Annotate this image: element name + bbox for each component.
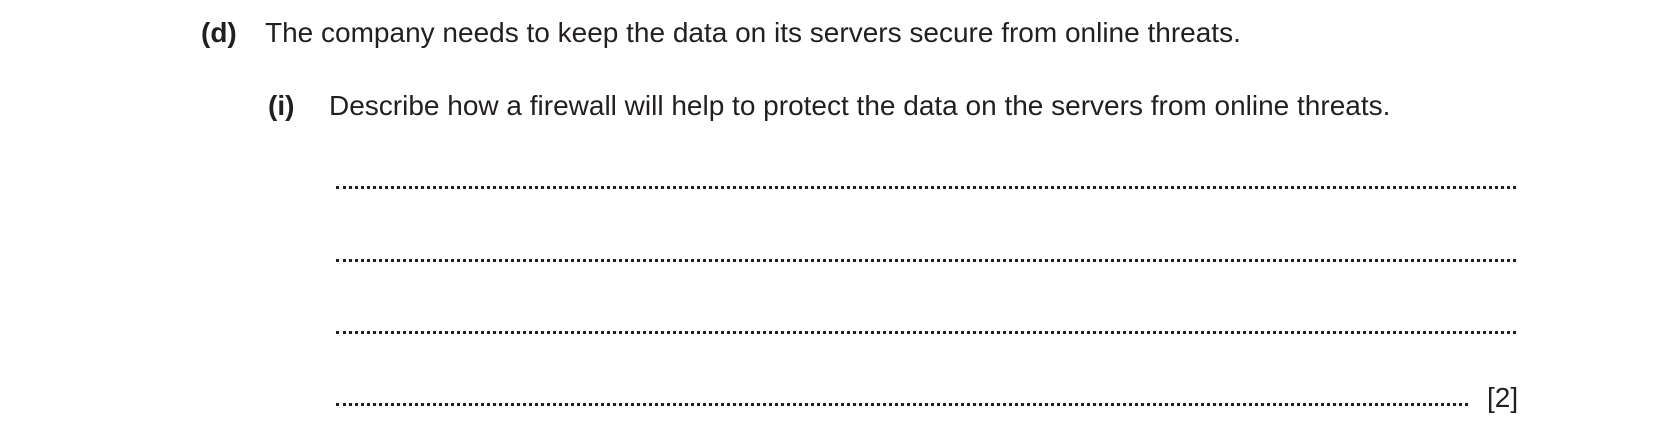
answer-line[interactable]	[336, 331, 1516, 334]
question-d-text: The company needs to keep the data on it…	[265, 17, 1241, 48]
marks-indicator: [2]	[1487, 382, 1519, 413]
answer-line[interactable]	[336, 186, 1516, 189]
question-d-i-text: Describe how a firewall will help to pro…	[329, 90, 1391, 121]
question-d-i-label: (i)	[268, 90, 295, 121]
answer-line[interactable]	[336, 259, 1516, 262]
question-d-i: (i) Describe how a firewall will help to …	[268, 89, 1390, 123]
question-d: (d) The company needs to keep the data on…	[201, 16, 1241, 50]
question-d-label: (d)	[201, 17, 237, 48]
answer-line[interactable]	[336, 403, 1468, 406]
